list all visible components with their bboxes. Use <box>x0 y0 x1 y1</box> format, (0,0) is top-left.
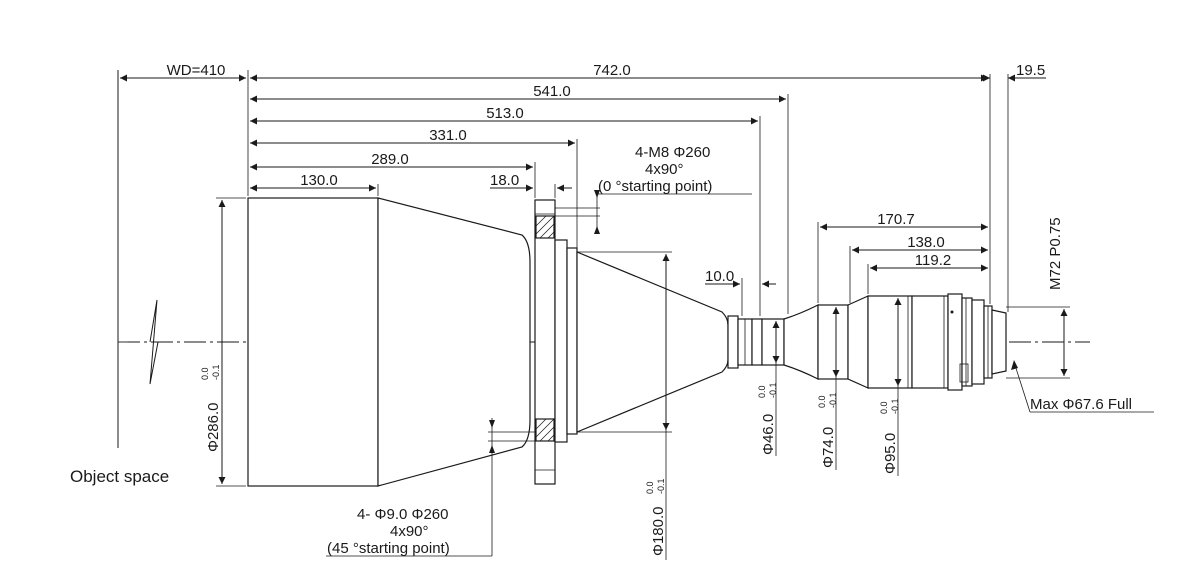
d180-tol-lower: -0.1 <box>656 478 666 494</box>
neck-ring-a <box>727 315 739 369</box>
neck-flare <box>783 304 819 380</box>
d180-label: Φ180.0 <box>650 506 667 556</box>
lens-body <box>247 197 1007 487</box>
rear-ring-e <box>961 297 973 387</box>
front-cone <box>377 197 531 487</box>
len-170-label: 170.7 <box>877 211 915 228</box>
len-289-label: 289.0 <box>371 151 409 168</box>
d74-tol-lower: -0.1 <box>828 392 838 408</box>
len-331-label: 331.0 <box>429 127 467 144</box>
diameter-dimensions: Φ286.0 0.0 -0.1 Φ180.0 0.0 -0.1 Φ46.0 0.… <box>200 197 1070 560</box>
len-541-label: 541.0 <box>533 83 571 100</box>
rear-ring-2 <box>566 247 578 435</box>
neck-width-label: 10.0 <box>705 268 734 285</box>
max-field-label: Max Φ67.6 Full <box>1030 396 1132 413</box>
flange-thickness-label: 18.0 <box>490 172 519 189</box>
top-holes-line-1: 4-M8 Φ260 <box>635 144 710 161</box>
rear-barrel-b <box>867 295 913 389</box>
barrel-detail-lines <box>744 296 989 388</box>
d95-tol-lower: -0.1 <box>890 398 900 414</box>
rear-ring-f <box>971 299 985 385</box>
top-holes-note: 4-M8 Φ260 4x90° (0 °starting point) <box>555 144 752 234</box>
hatch-lines-top <box>535 215 555 239</box>
d74-tol-upper: 0.0 <box>817 395 827 408</box>
d46-tol-upper: 0.0 <box>757 385 767 398</box>
max-field-note: Max Φ67.6 Full <box>1011 360 1154 413</box>
top-holes-line-3: (0 °starting point) <box>598 178 712 195</box>
total-length-label: 742.0 <box>593 62 631 79</box>
rear-mount <box>991 309 1007 375</box>
object-plane-line <box>117 70 159 448</box>
horizontal-dimensions: WD=410 742.0 19.5 541.0 513.0 331.0 289.… <box>120 62 1046 316</box>
object-space-label: Object space <box>70 467 169 486</box>
bottom-holes-line-3: (45 °starting point) <box>327 540 450 557</box>
thread-label: M72 P0.75 <box>1047 217 1064 290</box>
rear-barrel-a <box>817 304 849 380</box>
d46-tol-lower: -0.1 <box>768 382 778 398</box>
bottom-holes-line-1: 4- Φ9.0 Φ260 <box>357 506 449 523</box>
d286-tol-upper: 0.0 <box>200 367 210 380</box>
len-119-label: 119.2 <box>915 252 951 269</box>
back-offset-label: 19.5 <box>1016 62 1045 79</box>
d180-tol-upper: 0.0 <box>645 481 655 494</box>
bottom-holes-line-2: 4x90° <box>390 523 429 540</box>
rear-barrel-c <box>911 295 949 389</box>
neck-ring-c <box>751 318 763 366</box>
d286-label: Φ286.0 <box>205 402 222 452</box>
rear-ring-1 <box>554 239 568 443</box>
len-513-label: 513.0 <box>486 105 524 122</box>
len-138-label: 138.0 <box>907 234 945 251</box>
wd-label: WD=410 <box>167 62 226 79</box>
hatch-lines-bottom <box>535 418 555 442</box>
d286-tol-lower: -0.1 <box>211 364 221 380</box>
neck-ring-d <box>761 318 785 366</box>
d95-tol-upper: 0.0 <box>879 401 889 414</box>
rear-barrel-taper <box>847 295 869 389</box>
len-130-label: 130.0 <box>300 172 338 189</box>
bottom-holes-note: 4- Φ9.0 Φ260 4x90° (45 °starting point) <box>326 418 536 557</box>
front-barrel <box>247 197 379 487</box>
d74-label: Φ74.0 <box>820 427 837 468</box>
d46-label: Φ46.0 <box>760 414 777 455</box>
d95-label: Φ95.0 <box>882 433 899 474</box>
top-holes-line-2: 4x90° <box>645 161 684 178</box>
